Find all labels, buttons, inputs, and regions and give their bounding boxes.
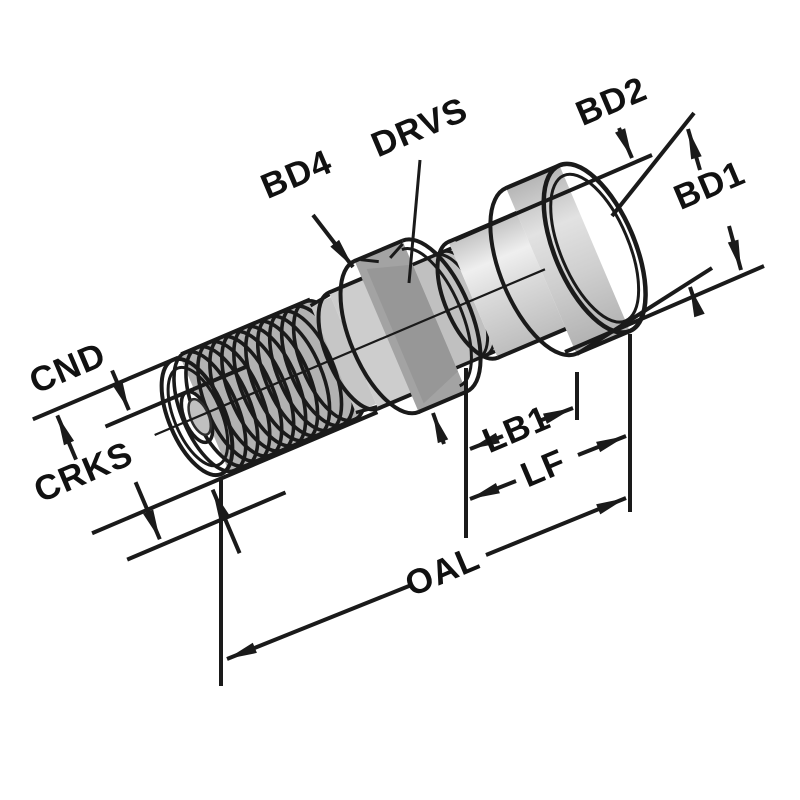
bd4-arrow-up	[431, 412, 449, 445]
pull-stud-part: CND CRKS	[24, 161, 648, 562]
bd1-arrow-down	[727, 225, 743, 271]
head-end-face	[541, 161, 648, 335]
bd2-arrow-down	[615, 127, 634, 159]
centerline	[154, 268, 546, 436]
dimension-cnd: CND	[24, 335, 247, 461]
bd1-witness-top	[610, 111, 696, 218]
cnd-arrow-down	[110, 369, 131, 411]
dimension-label-bd1: BD1	[668, 153, 750, 217]
dimension-label-bd4: BD4	[255, 142, 337, 206]
dimension-label-lf: LF	[515, 442, 571, 495]
dimension-label-crks: CRKS	[28, 434, 138, 510]
dimension-label-oal: OAL	[399, 538, 485, 604]
drive-flat	[366, 264, 458, 404]
bd1-arrow-up	[686, 128, 702, 171]
cnd-arrow-up	[55, 414, 78, 461]
crks-arrow-down	[133, 481, 162, 541]
extension-lines	[219, 334, 632, 686]
drvs-leader-line	[407, 159, 422, 284]
crks-arrow-up	[210, 488, 242, 554]
bd2-witness-top	[454, 153, 653, 242]
bd2-witness-bottom	[575, 266, 714, 356]
dimension-label-drvs: DRVS	[366, 90, 474, 165]
dimension-oal: OAL	[226, 496, 627, 661]
bd4-leader-arrow	[311, 213, 355, 269]
dimension-label-bd2: BD2	[570, 69, 652, 133]
bd1-witness-bottom	[564, 264, 765, 354]
